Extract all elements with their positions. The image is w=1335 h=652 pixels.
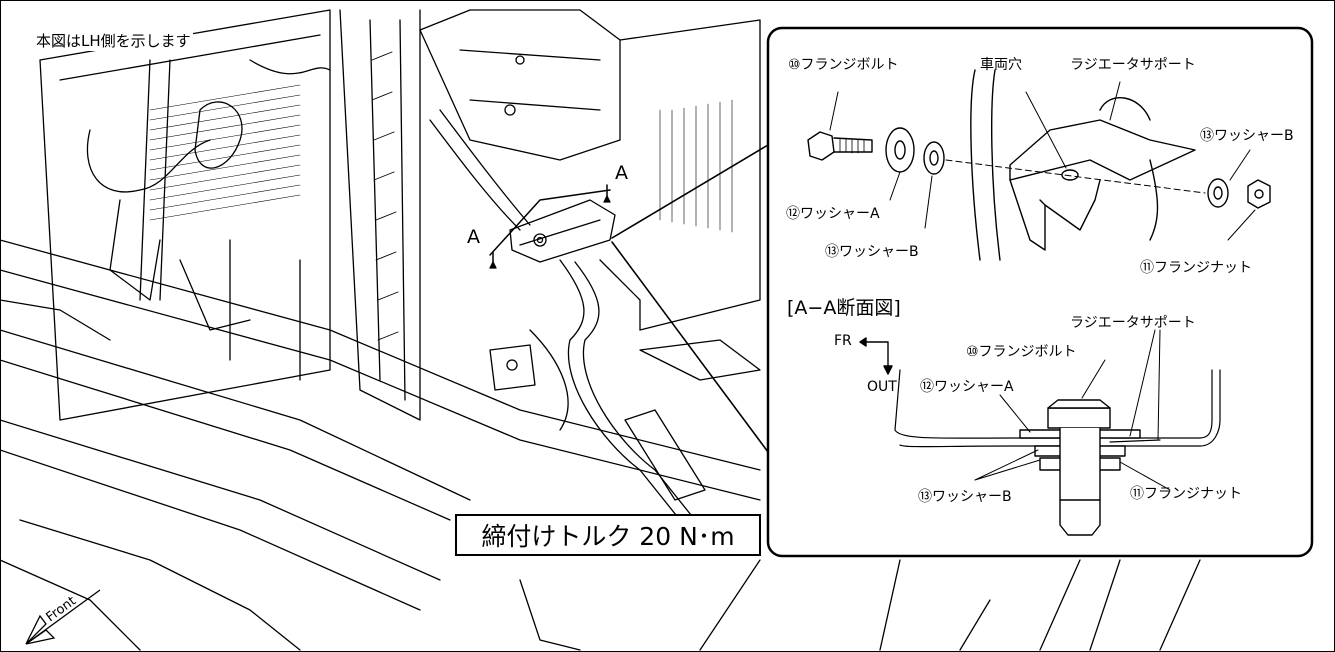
note-text: 本図はLH側を示します xyxy=(34,30,193,51)
label-flange-nut: ⑪フランジナット xyxy=(1140,260,1252,276)
section-title: [A−A断面図] xyxy=(787,297,901,319)
torque-spec-box: 締付けトルク 20 N･m xyxy=(455,514,761,556)
section-label-washer-b: ⑬ワッシャーB xyxy=(918,489,1012,505)
section-marker-left: A xyxy=(467,226,480,248)
label-out: OUT xyxy=(867,379,897,395)
label-flange-bolt: ⑩フランジボルト xyxy=(788,57,899,73)
section-marker-right: A xyxy=(615,162,628,184)
label-washer-a: ⑫ワッシャーA xyxy=(786,206,880,222)
section-label-flange-nut: ⑪フランジナット xyxy=(1130,486,1242,502)
label-vehicle-hole: 車両穴 xyxy=(980,57,1022,73)
front-label: Front xyxy=(44,594,79,625)
section-label-flange-bolt: ⑩フランジボルト xyxy=(966,344,1077,360)
label-fr: FR xyxy=(834,333,852,349)
front-arrow-icon: Front xyxy=(25,589,101,645)
label-washer-b: ⑬ワッシャーB xyxy=(825,244,919,260)
label-washer-b-right: ⑬ワッシャーB xyxy=(1200,128,1294,144)
label-radiator-support: ラジエータサポート xyxy=(1070,57,1196,73)
section-label-washer-a: ⑫ワッシャーA xyxy=(920,379,1014,395)
section-label-radiator-support: ラジエータサポート xyxy=(1070,315,1196,331)
